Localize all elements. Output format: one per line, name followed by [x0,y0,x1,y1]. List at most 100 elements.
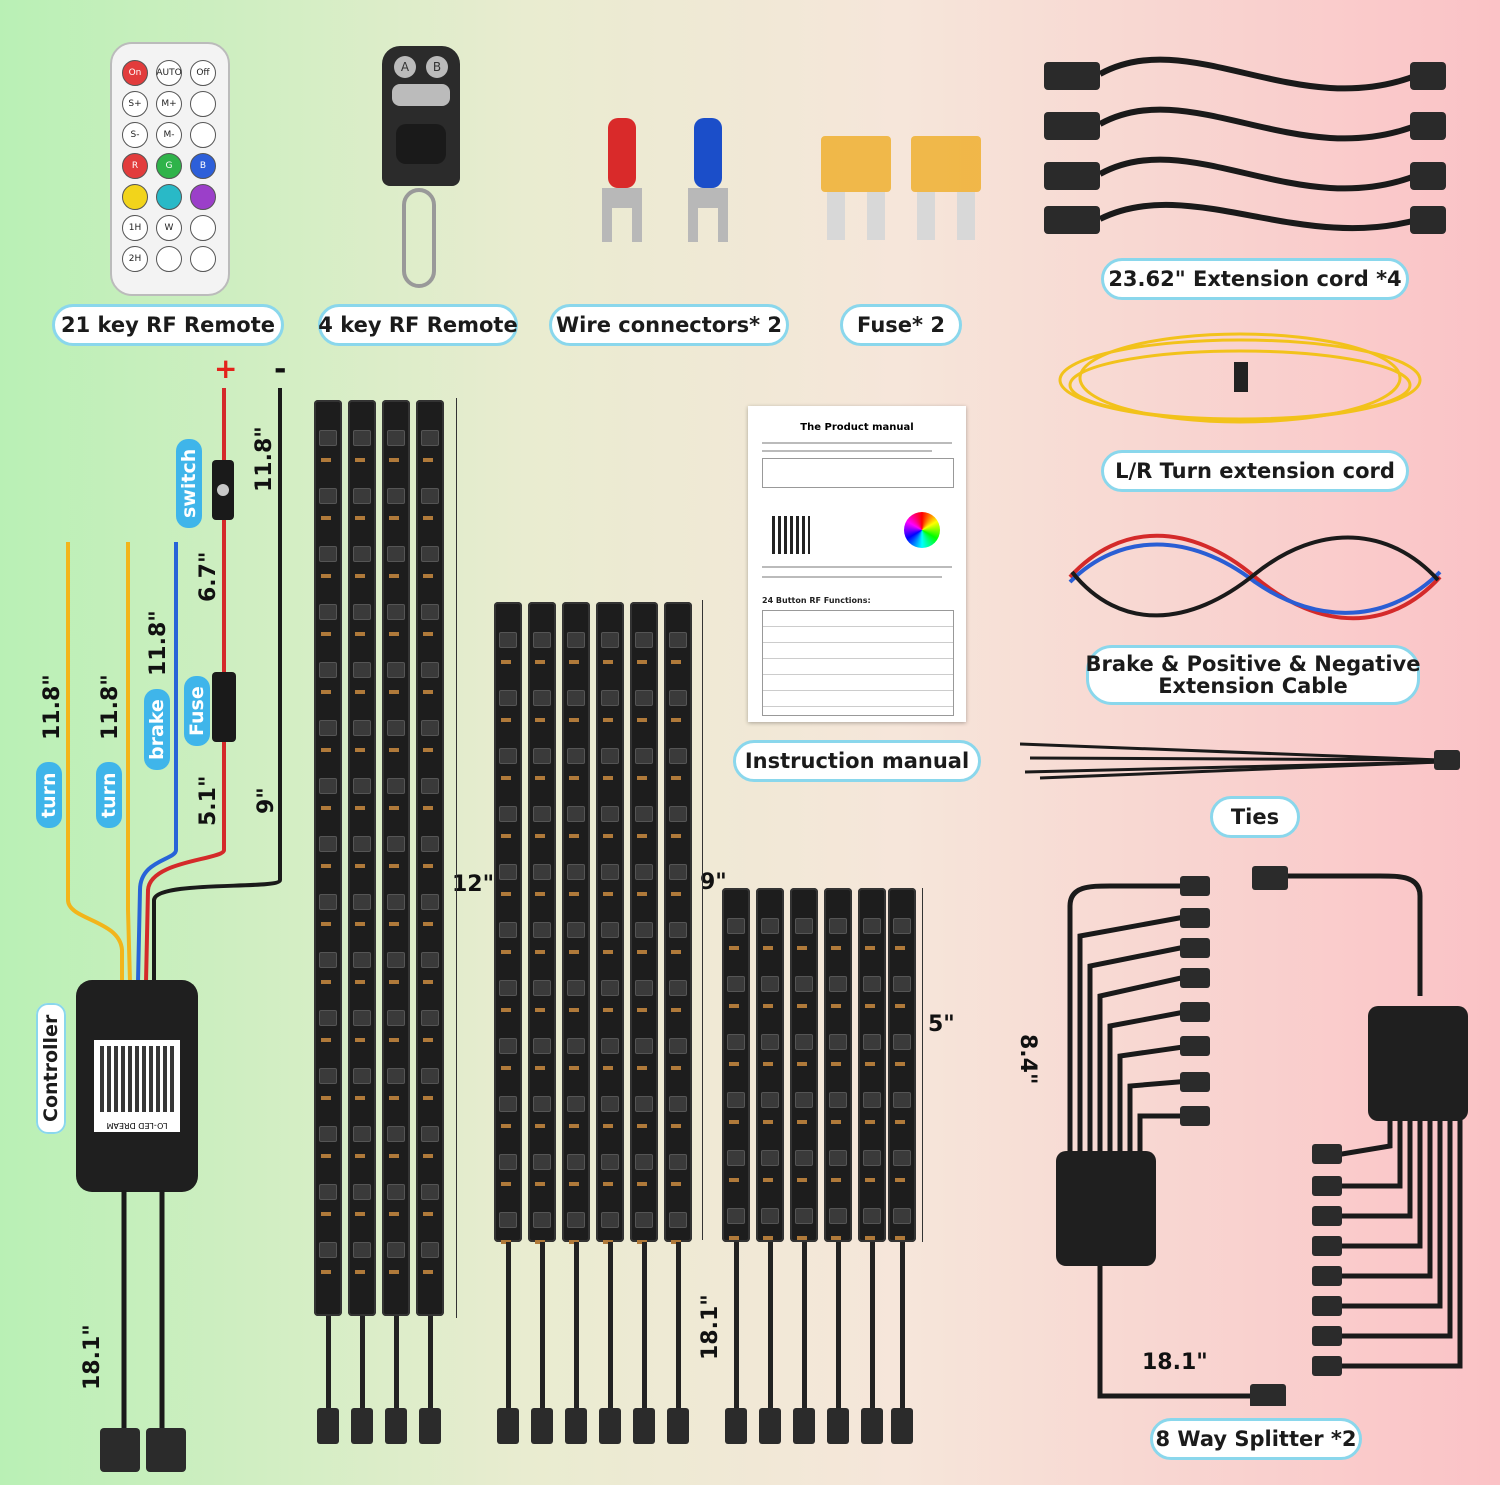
resistor [423,690,433,694]
resistor [355,1038,365,1042]
resistor [671,892,681,896]
label-splitter: 8 Way Splitter *2 [1150,1418,1362,1460]
fuse-1-body [821,136,891,192]
resistor [637,776,647,780]
led-chip [533,1212,551,1228]
ext-plug-1r [1410,62,1446,90]
strip-plug [497,1408,519,1444]
splitter1-plug-5 [1180,1002,1210,1022]
brake-cable-icon [1068,533,1442,621]
led-chip [893,1208,911,1224]
resistor [763,1004,773,1008]
led-chip [319,546,337,562]
remote21-key: B [190,153,216,179]
resistor [321,1270,331,1274]
yellow-tie [1234,362,1248,392]
remote21-key: M- [156,122,182,148]
strip-lead-wire [734,1242,739,1410]
resistor [729,1004,739,1008]
resistor [535,718,545,722]
led-chip [533,1038,551,1054]
resistor [831,1004,841,1008]
label-brake-cable: Brake & Positive & Negative Extension Ca… [1086,645,1420,705]
splitter1-branch-6 [1117,1043,1191,1156]
led-chip [795,1150,813,1166]
led-chip [533,632,551,648]
measure-fuse-wire: 5.1" [196,775,221,826]
led-chip [387,1068,405,1084]
ext-plug-2l [1044,112,1100,140]
fuse-1-pin-left [827,192,845,240]
led-chip [795,1208,813,1224]
led-chip [669,1154,687,1170]
led-chip [421,546,439,562]
led-strip [756,888,784,1242]
connector-blue-sleeve [694,118,722,188]
resistor [603,776,613,780]
led-chip [635,1096,653,1112]
resistor [355,690,365,694]
led-chip [829,918,847,934]
label-wire-connectors: Wire connectors* 2 [549,304,789,346]
resistor [637,660,647,664]
manual-functions-title: 24 Button RF Functions: [762,596,871,605]
resistor [729,946,739,950]
led-chip [353,1242,371,1258]
led-strip [382,400,410,1316]
resistor [763,1062,773,1066]
led-strip [314,400,342,1316]
resistor [355,574,365,578]
splitter1-lead [1097,1266,1260,1399]
resistor [603,1182,613,1186]
strip-plug [531,1408,553,1444]
led-chip [601,1096,619,1112]
measure-splitter-lead: 18.1" [1142,1350,1208,1375]
strip-lead-wire [506,1242,511,1410]
resistor [355,864,365,868]
resistor [569,892,579,896]
resistor [389,690,399,694]
fuse-1-pin-right [867,192,885,240]
remote21-key: S- [122,122,148,148]
led-chip [727,1092,745,1108]
led-chip [863,918,881,934]
measure-strip-12: 12" [452,872,495,897]
qr-code-icon [772,516,810,554]
led-chip [669,1038,687,1054]
resistor [389,574,399,578]
resistor [603,1008,613,1012]
keyring-icon [402,188,436,288]
resistor [637,1008,647,1012]
splitter2-box [1368,1006,1468,1121]
led-chip [567,864,585,880]
led-chip [829,1150,847,1166]
led-chip [669,632,687,648]
led-chip [635,632,653,648]
resistor [671,718,681,722]
led-chip [669,1096,687,1112]
resistor [321,632,331,636]
splitter2-branch-4 [1330,1116,1423,1249]
resistor [569,1124,579,1128]
tag-turn-2: turn [96,762,122,828]
resistor [895,1062,905,1066]
led-chip [567,690,585,706]
resistor [355,806,365,810]
resistor [569,1182,579,1186]
led-chip [727,1208,745,1224]
resistor [671,1066,681,1070]
led-chip [893,1034,911,1050]
led-chip [353,720,371,736]
splitter1-plug-3 [1180,938,1210,958]
strip-lead-wire [768,1242,773,1410]
led-strip [528,602,556,1244]
led-chip [533,1096,551,1112]
led-chip [499,632,517,648]
resistor [501,1008,511,1012]
splitter1-plug-6 [1180,1036,1210,1056]
led-chip [319,662,337,678]
splitter1-branch-5 [1107,1008,1191,1156]
led-chip [761,1034,779,1050]
led-chip [635,1212,653,1228]
